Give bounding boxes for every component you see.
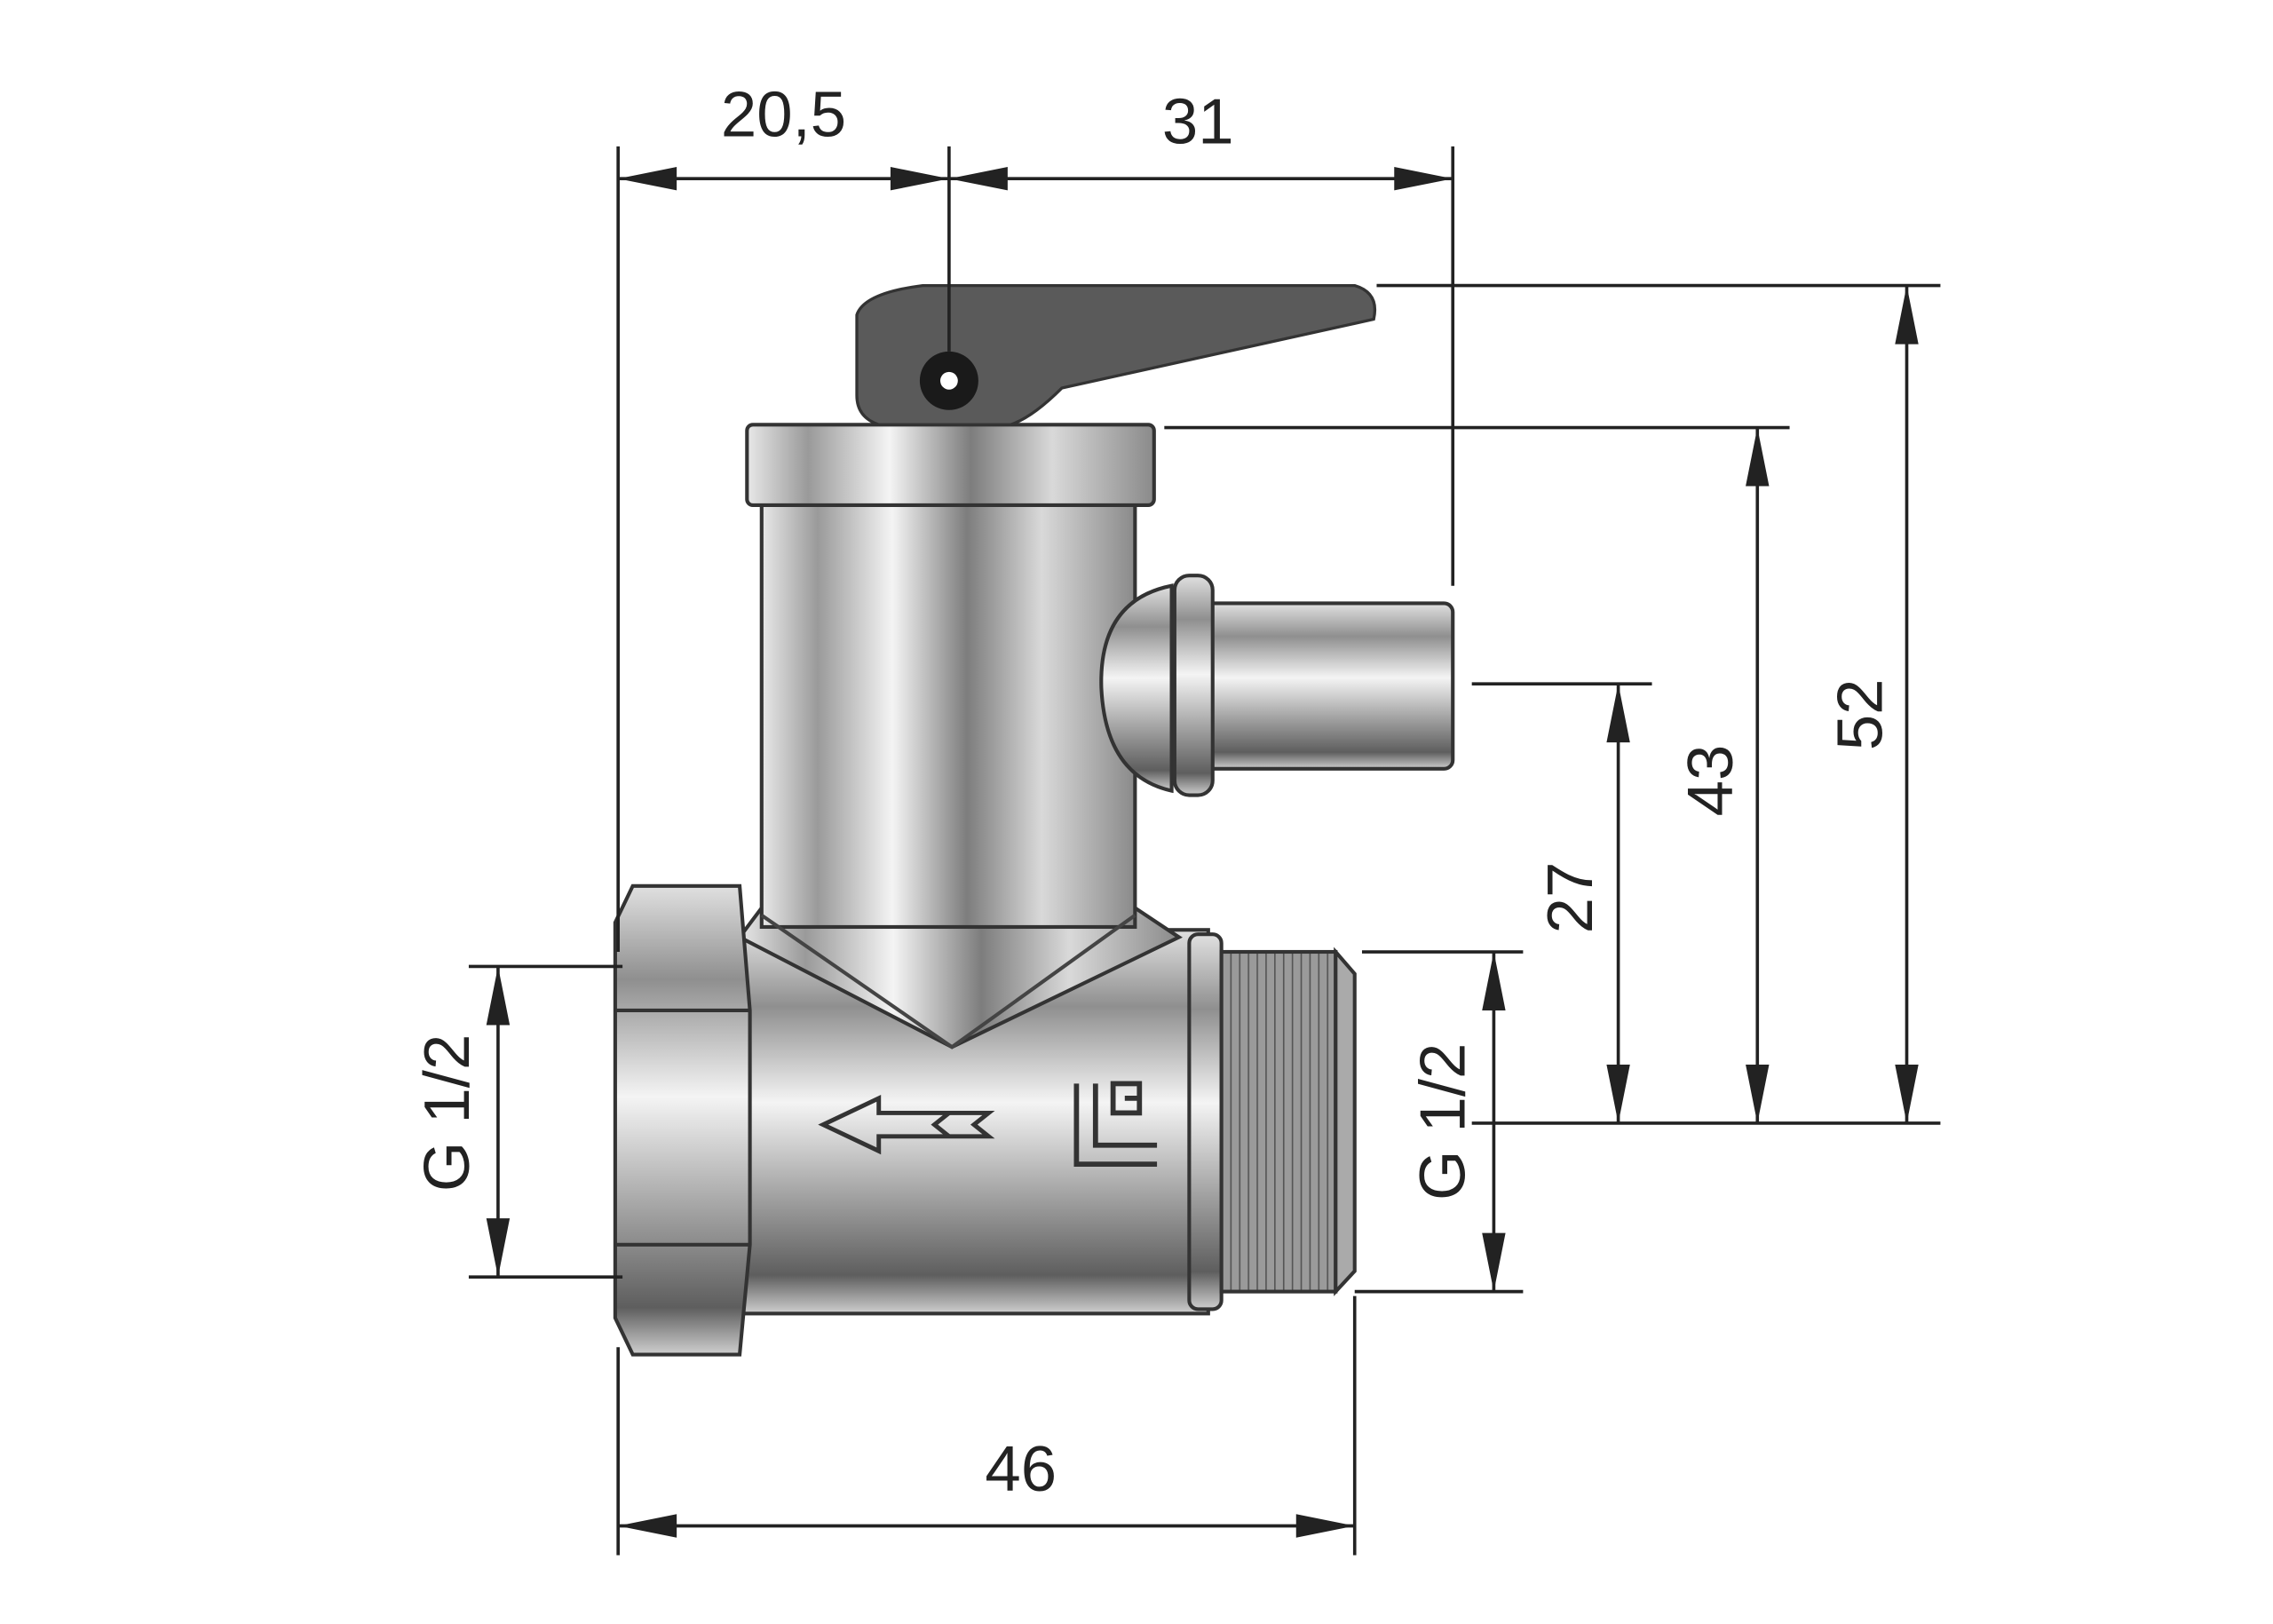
threaded-end bbox=[1219, 949, 1338, 1294]
flow-arrow-icon bbox=[818, 1095, 995, 1155]
dimension-lines bbox=[468, 146, 1941, 1556]
outlet-pipe bbox=[1169, 601, 1455, 771]
lever-handle bbox=[855, 283, 1376, 426]
hex-nut bbox=[613, 883, 752, 1357]
outlet-boss bbox=[1099, 583, 1174, 794]
dim-label-overall-height: 52 bbox=[1824, 678, 1896, 750]
dim-label-overall-length: 46 bbox=[985, 1433, 1057, 1505]
valve-body bbox=[613, 283, 1455, 1357]
dim-label-outlet-height: 27 bbox=[1534, 862, 1606, 934]
cap-ring bbox=[745, 423, 1156, 508]
dim-label-lever-to-outlet: 31 bbox=[1162, 86, 1234, 158]
vertical-cylinder bbox=[759, 500, 1137, 930]
dim-label-outlet-thread: G 1/2 bbox=[1406, 1043, 1478, 1200]
manufacturer-logo-icon bbox=[1073, 1081, 1158, 1168]
collar bbox=[1187, 932, 1224, 1311]
dim-label-inlet-thread: G 1/2 bbox=[411, 1034, 483, 1192]
outlet-o-ring bbox=[1172, 574, 1215, 797]
dim-label-cap-height: 43 bbox=[1675, 745, 1746, 817]
dim-label-lever-offset: 20,5 bbox=[721, 78, 846, 150]
body-v-seam bbox=[760, 914, 1136, 1050]
